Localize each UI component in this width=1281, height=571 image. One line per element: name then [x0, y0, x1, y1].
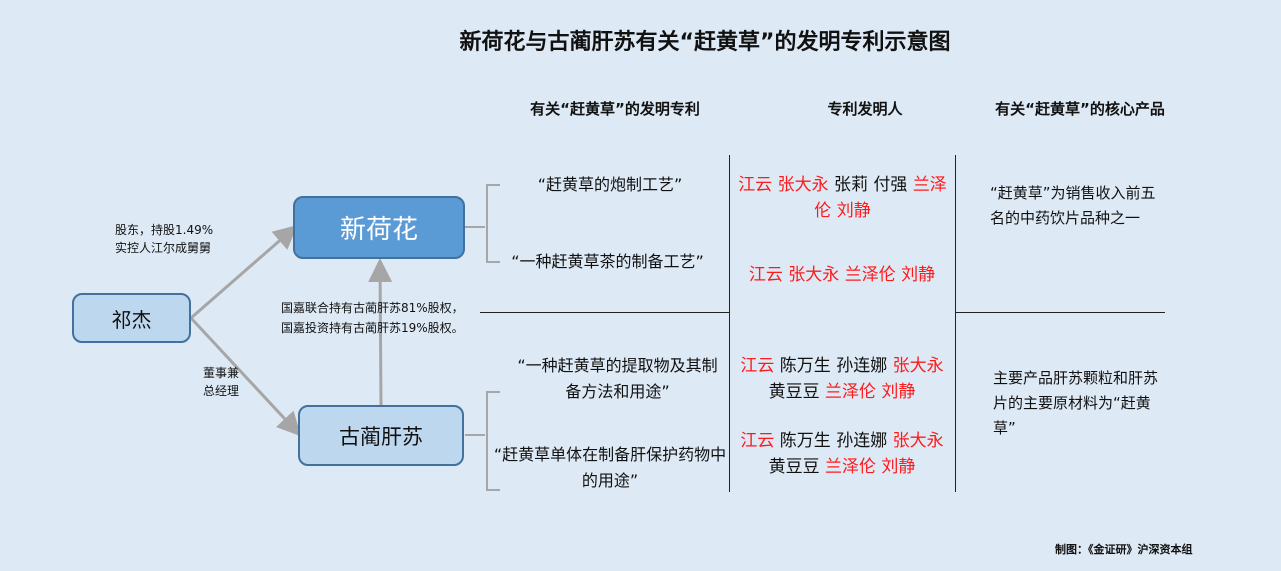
inventor-name: 江云 — [740, 431, 775, 451]
credit: 制图：《金证研》沪深资本组 — [1055, 543, 1193, 556]
divider — [955, 155, 956, 492]
edge-label-line: 国嘉投资持有古蔺肝苏19%股权。 — [281, 321, 464, 335]
edge-label-director: 董事兼 总经理 — [203, 364, 239, 400]
patent-title: “一种赶黄草的提取物及其制备方法和用途” — [517, 356, 718, 401]
inventor-name: 刘静 — [836, 201, 871, 221]
inventor-name: 张大永 — [788, 265, 840, 285]
bracket-top — [465, 184, 500, 263]
inventor-name: 江云 — [748, 265, 783, 285]
inventor-name: 孙连娜 — [836, 356, 888, 376]
header-products: 有关“赶黄草”的核心产品 — [995, 100, 1165, 118]
inventor-name: 黄豆豆 — [768, 457, 820, 477]
inventor-name: 陈万生 — [779, 431, 831, 451]
edge-label-shareholder: 股东，持股1.49% 实控人江尔成舅舅 — [115, 221, 213, 257]
inventor-name: 付强 — [873, 175, 908, 195]
header-patents: 有关“赶黄草”的发明专利 — [530, 100, 700, 118]
divider — [480, 312, 730, 313]
edge-label-line: 总经理 — [203, 384, 240, 398]
edge-label-equity: 国嘉联合持有古蔺肝苏81%股权， 国嘉投资持有古蔺肝苏19%股权。 — [281, 298, 464, 338]
node-xinhehua: 新荷花 — [293, 196, 465, 259]
inventor-name: 刘静 — [901, 265, 936, 285]
node-qijie: 祁杰 — [72, 293, 191, 343]
inventor-name: 张大永 — [892, 356, 944, 376]
bracket-bottom — [465, 391, 500, 491]
node-gulin: 古蔺肝苏 — [298, 405, 464, 466]
edge-label-line: 董事兼 — [203, 366, 240, 380]
header-inventors: 专利发明人 — [827, 100, 903, 118]
inventors: 江云 陈万生 孙连娜 张大永 黄豆豆 兰泽伦 刘静 — [732, 428, 952, 480]
patent-title: “赶黄草的炮制工艺” — [537, 175, 683, 194]
inventor-name: 兰泽伦 — [825, 457, 876, 477]
patent-title: “一种赶黄草茶的制备工艺” — [511, 252, 704, 271]
divider — [955, 312, 1165, 313]
edge-label-line: 国嘉联合持有古蔺肝苏81%股权， — [281, 301, 464, 315]
inventor-name: 孙连娜 — [836, 431, 888, 451]
inventor-name: 兰泽伦 — [844, 265, 896, 285]
arrow-qijie-xinhehua — [190, 225, 298, 320]
inventor-name: 黄豆豆 — [768, 382, 820, 402]
edge-label-line: 实控人江尔成舅舅 — [115, 241, 212, 255]
patent-title: “赶黄草单体在制备肝保护药物中的用途” — [493, 445, 727, 490]
inventors: 江云 陈万生 孙连娜 张大永 黄豆豆 兰泽伦 刘静 — [732, 353, 952, 405]
inventor-name: 张大永 — [777, 175, 829, 195]
edge-label-line: 股东，持股1.49% — [115, 223, 214, 237]
inventor-name: 江云 — [738, 175, 773, 195]
inventors: 江云 张大永 兰泽伦 刘静 — [732, 262, 952, 288]
inventor-name: 兰泽伦 — [814, 175, 947, 221]
product-note: 主要产品肝苏颗粒和肝苏片的主要原材料为“赶黄草” — [993, 369, 1159, 437]
product-note: “赶黄草”为销售收入前五名的中药饮片品种之一 — [990, 184, 1156, 227]
inventor-name: 张大永 — [892, 431, 944, 451]
inventor-name: 陈万生 — [779, 356, 831, 376]
inventor-name: 江云 — [740, 356, 775, 376]
inventor-name: 刘静 — [881, 457, 916, 477]
arrow-gulin-xinhehua — [368, 258, 393, 406]
inventor-name: 兰泽伦 — [825, 382, 876, 402]
arrow-qijie-gulin — [189, 316, 302, 437]
inventor-name: 刘静 — [881, 382, 916, 402]
page-title: 新荷花与古蔺肝苏有关“赶黄草”的发明专利示意图 — [459, 30, 951, 55]
inventors: 江云 张大永 张莉 付强 兰泽伦 刘静 — [735, 172, 950, 224]
divider — [729, 155, 730, 492]
inventor-name: 张莉 — [834, 175, 868, 195]
